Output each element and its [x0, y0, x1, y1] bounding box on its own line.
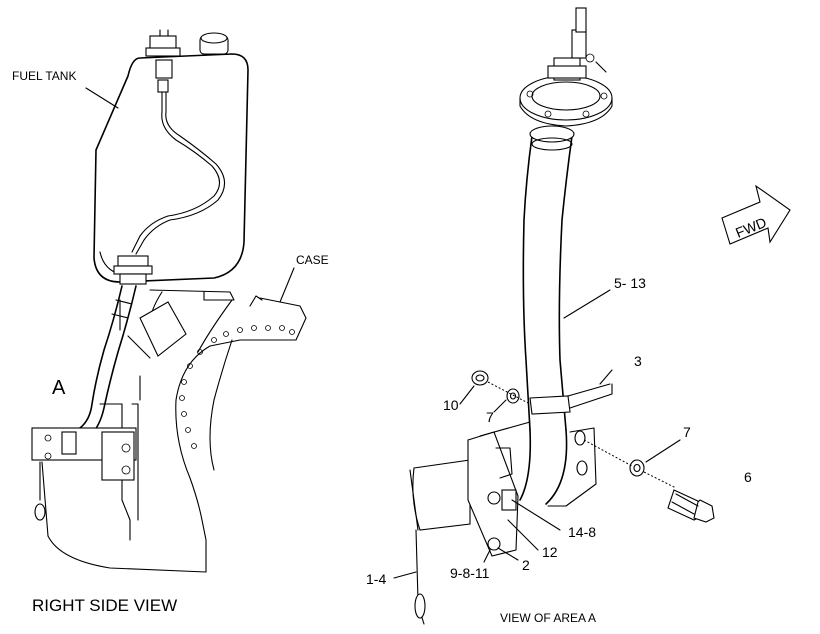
fuel-tank-label: FUEL TANK — [12, 69, 76, 83]
main-hose — [519, 125, 575, 505]
fuel-tank — [93, 29, 249, 285]
view-of-area-a-caption: VIEW OF AREA A — [500, 611, 596, 625]
callout-3: 3 — [634, 353, 642, 369]
callout-7-right: 7 — [683, 424, 691, 440]
callout-2: 2 — [522, 557, 530, 573]
view-of-area-a: FWD 5- 13 3 10 7 7 6 14-8 12 2 9-8-11 1-… — [366, 7, 791, 625]
callout-14-8-leader — [511, 499, 561, 531]
mount-plate-right — [547, 427, 597, 507]
right-side-view-caption: RIGHT SIDE VIEW — [32, 596, 177, 615]
clamp-strap — [567, 383, 613, 409]
bolt-6-right — [583, 439, 715, 523]
callout-10: 10 — [443, 397, 459, 413]
callout-7b-leader — [645, 439, 681, 463]
filter-housing — [409, 421, 531, 625]
fuel-tank-leader — [85, 87, 119, 109]
callout-10-leader — [459, 385, 475, 405]
case-leader — [279, 267, 295, 303]
sender-flange — [519, 7, 613, 127]
callout-12: 12 — [542, 544, 558, 560]
nut-10-left — [471, 370, 531, 405]
callout-9-8-11-leader — [483, 549, 491, 563]
callout-6: 6 — [744, 469, 752, 485]
fwd-arrow-icon: FWD — [721, 184, 791, 245]
callout-5-13: 5- 13 — [614, 275, 646, 291]
filter-bracket-left — [31, 427, 137, 521]
callout-2-leader — [497, 547, 519, 561]
case-label: CASE — [296, 253, 329, 267]
area-a-label: A — [52, 377, 66, 399]
right-side-view: FUEL TANK — [12, 29, 329, 615]
callout-5-13-leader — [563, 289, 611, 319]
fuel-hose-left — [79, 285, 137, 437]
callout-7a-leader — [493, 399, 507, 413]
callout-7-left: 7 — [486, 409, 494, 425]
callout-9-8-11: 9-8-11 — [450, 565, 490, 581]
callout-14-8: 14-8 — [568, 524, 596, 540]
callout-1-4-leader — [393, 571, 417, 579]
callout-1-4: 1-4 — [366, 571, 386, 587]
callout-3-leader — [599, 369, 613, 385]
callout-12-leader — [507, 519, 539, 551]
case-frame — [41, 289, 307, 573]
